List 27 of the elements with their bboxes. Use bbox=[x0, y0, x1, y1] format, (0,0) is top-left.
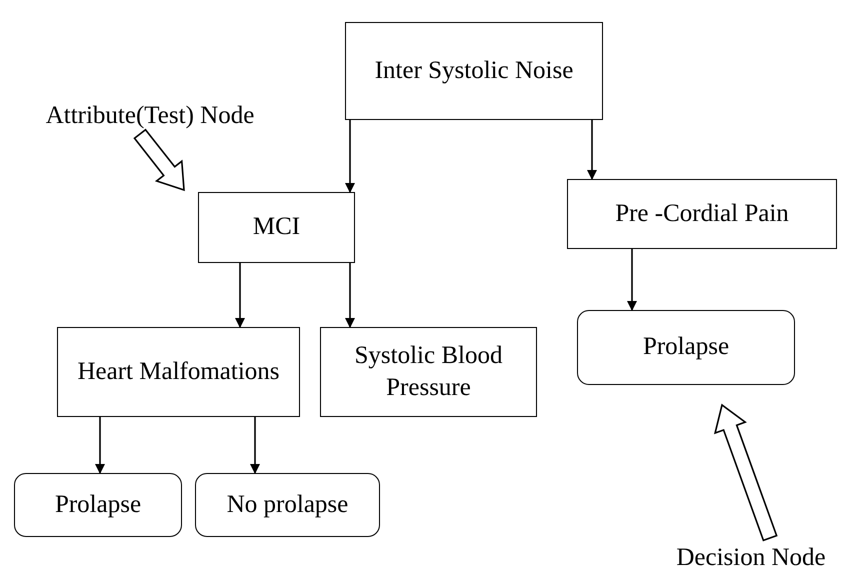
process-box bbox=[567, 179, 837, 249]
process-box bbox=[320, 327, 537, 417]
decision-box bbox=[577, 310, 795, 385]
decision-box bbox=[14, 473, 182, 537]
node-text: MCI bbox=[252, 212, 300, 242]
arrow bbox=[627, 249, 637, 311]
node-text: Heart Malfomations bbox=[77, 356, 280, 387]
process-box bbox=[57, 327, 300, 417]
process-box bbox=[198, 192, 355, 263]
hollow-arrow bbox=[133, 128, 185, 192]
arrow bbox=[235, 263, 245, 328]
node-text: No prolapse bbox=[226, 490, 348, 520]
node-text: Prolapse bbox=[54, 490, 142, 520]
arrow bbox=[250, 417, 260, 474]
arrow bbox=[587, 120, 597, 180]
node-text: Prolapse bbox=[642, 332, 730, 362]
node-text: Systolic Blood Pressure bbox=[354, 340, 504, 403]
arrow bbox=[345, 120, 355, 193]
annotation-label: Attribute(Test) Node bbox=[10, 100, 290, 132]
node-text: Pre -Cordial Pain bbox=[615, 198, 789, 229]
arrow bbox=[95, 417, 105, 474]
node-text: Inter Systolic Noise bbox=[374, 56, 574, 86]
hollow-arrow bbox=[714, 404, 778, 542]
arrow bbox=[345, 263, 355, 328]
decision-box bbox=[195, 473, 380, 537]
annotation-label: Decision Node bbox=[652, 542, 850, 574]
process-box bbox=[345, 22, 603, 120]
